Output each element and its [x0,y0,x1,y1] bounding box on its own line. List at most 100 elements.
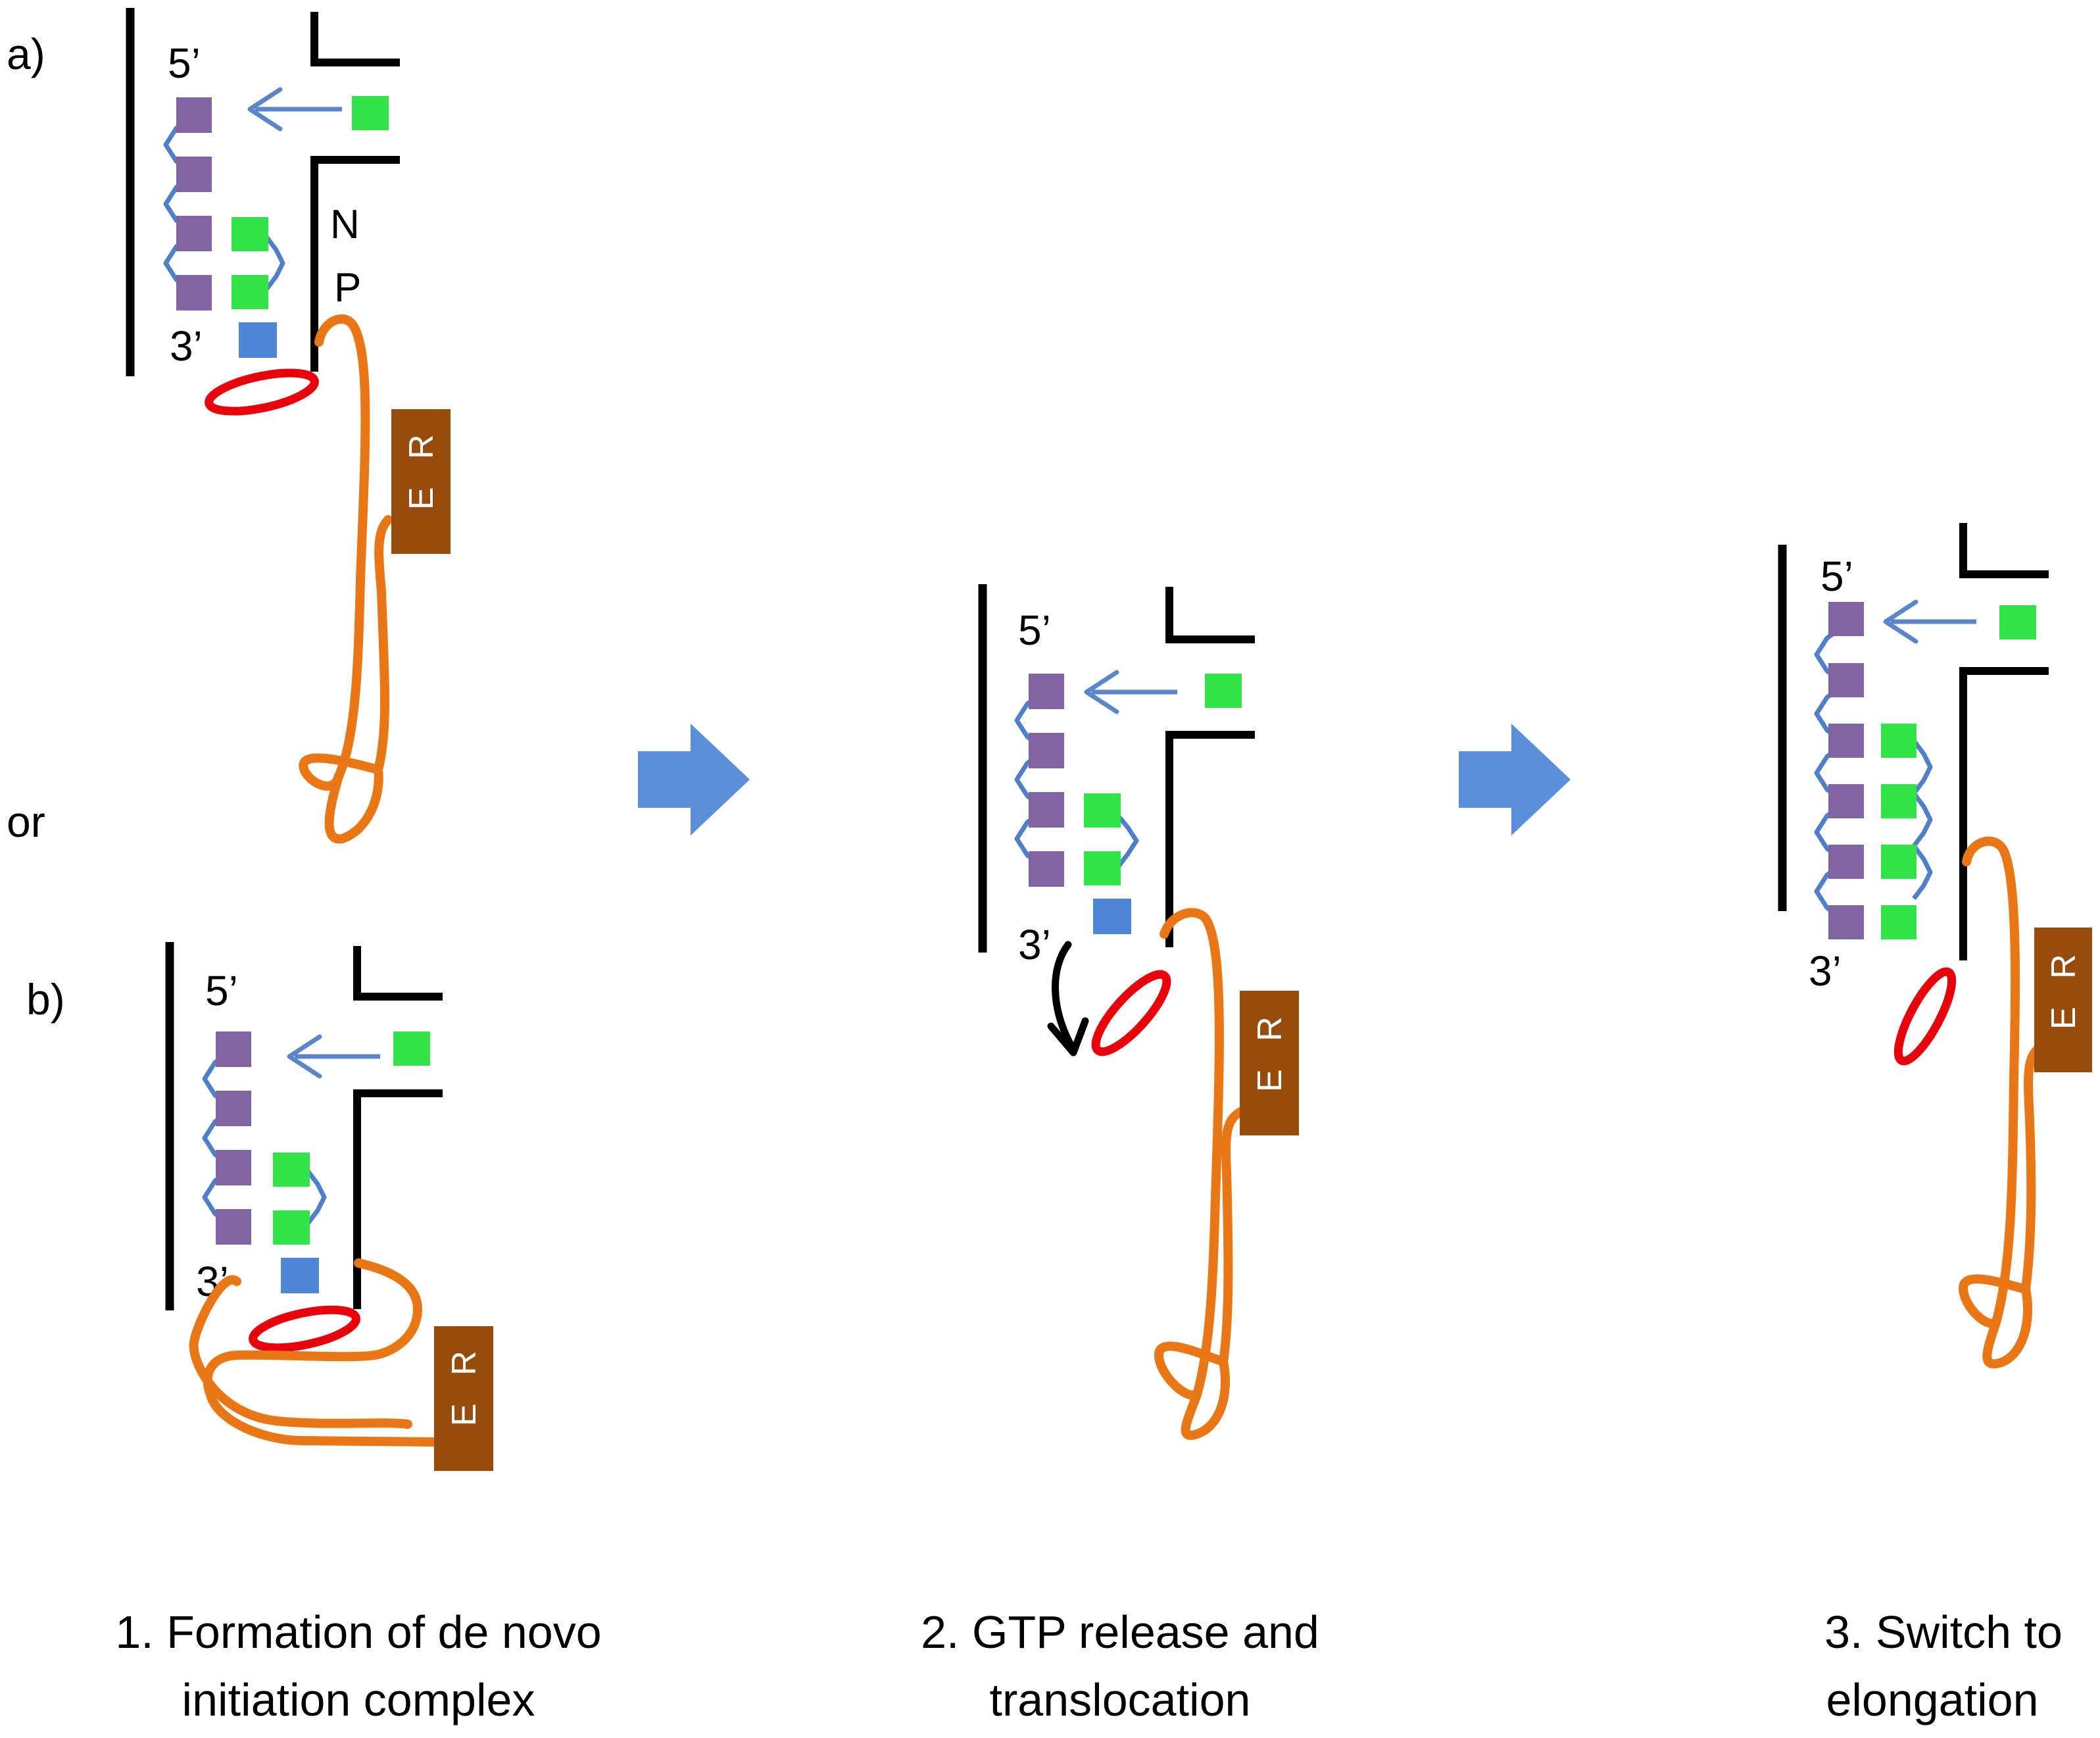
nascent-base [273,1153,310,1187]
three-prime-label: 3’ [1018,921,1051,968]
template-base [216,1150,251,1185]
er-anchor-label: E R [2045,945,2083,1030]
or-label: or [7,797,45,846]
nascent-backbone [1911,739,1933,901]
template-base [1029,674,1064,709]
polymerase-body-outline [1959,667,2049,960]
nascent-base [1084,793,1121,828]
template-base [176,157,212,192]
template-base [1828,724,1864,758]
nascent-base [1881,724,1917,758]
step-1-caption-line-1: 1. Formation of de novo [115,1606,601,1658]
template-base [1828,663,1864,697]
c-terminal-tail [1160,908,1248,1440]
gtp-square [281,1258,319,1293]
gtp-square [1093,899,1131,934]
c-terminal-tail [1962,836,2049,1369]
er-anchor [1240,991,1299,1135]
template-base [1029,792,1064,828]
step-3-caption-line-2: elongation [1826,1674,2038,1726]
template-backbone [202,1047,236,1229]
nascent-backbone [306,1169,327,1226]
step-3-caption-line-1: 3. Switch to [1824,1606,2063,1658]
template-base [216,1209,251,1245]
er-anchor-label: E R [403,425,441,510]
c-terminal-tail-loop [1959,1274,2030,1328]
panel-b-label: b) [26,975,65,1024]
nascent-backbone [264,235,285,291]
five-prime-label: 5’ [1018,607,1051,654]
c-terminal-tail [203,1258,439,1447]
step-2-caption-line-2: translocation [990,1674,1251,1726]
nascent-base [1084,851,1121,885]
incoming-nucleotide-arrowhead [287,1034,322,1079]
template-base [1029,851,1064,887]
template-base [1828,602,1864,636]
translocation-arrow [1052,941,1076,1051]
template-base [176,275,212,310]
nascent-base [273,1210,310,1245]
er-anchor-label: E R [1251,1007,1289,1092]
incoming-nucleotide-arrowhead [1084,670,1119,714]
nascent-base [1881,845,1917,879]
priming-loop [1893,967,1957,1066]
p-motif-label: P [334,265,361,310]
captions: 1. Formation of de novo initiation compl… [115,1606,2063,1726]
incoming-nucleotide [393,1031,430,1066]
c-terminal-tail-loop [299,753,383,791]
er-anchor [391,409,451,554]
nascent-base [232,275,268,309]
polymerase-entry-outline [353,946,443,1001]
three-prime-label: 3’ [170,322,203,370]
incoming-nucleotide-arrowhead [1883,599,1918,644]
template-base [176,97,212,133]
er-anchor [2034,928,2092,1072]
template-base [1828,784,1864,818]
template-base [1828,845,1864,879]
template-base [216,1031,251,1067]
template-base [216,1091,251,1126]
five-prime-label: 5’ [205,967,238,1014]
panel-a: a) 5’ 3’ N P E R [7,8,451,844]
polymerase-body-outline [353,1089,443,1309]
er-anchor [434,1326,493,1471]
gtp-square [239,322,277,358]
five-prime-label: 5’ [1820,553,1853,600]
c-terminal-tail [314,314,393,844]
panel-step-3: 5’ 3’ E R [1778,523,2092,1369]
nascent-base [1881,784,1917,818]
five-prime-label: 5’ [168,39,201,87]
step-1-caption-line-2: initiation complex [182,1674,535,1726]
polymerase-body-outline [1165,731,1255,947]
priming-loop [249,1305,360,1353]
c-terminal-tail-loop [1154,1341,1228,1400]
nascent-base [232,217,268,251]
incoming-nucleotide [352,96,389,130]
panel-step-2: 5’ 3’ E R [978,584,1299,1440]
priming-loop [1091,970,1171,1056]
polymerase-entry-outline [1959,523,2049,578]
incoming-nucleotide-arrowhead [247,87,283,132]
step-2-caption-line-1: 2. GTP release and [921,1606,1319,1658]
er-anchor-label: E R [445,1341,483,1426]
nascent-backbone [1116,814,1139,869]
transition-arrow-1 [638,724,750,835]
incoming-nucleotide [1205,674,1242,708]
panel-a-label: a) [7,30,45,78]
template-base [176,216,212,251]
polymerase-body-outline [310,156,400,372]
incoming-nucleotide [1999,605,2036,639]
nascent-base [1881,905,1917,939]
c-terminal-tail-loop [189,1275,412,1429]
template-backbone [163,113,197,295]
panel-b: b) 5’ 3’ E R [26,942,493,1471]
polymerase-entry-outline [1165,587,1255,643]
polymerase-entry-outline [310,12,400,66]
n-motif-label: N [330,202,360,247]
template-backbone [1014,689,1048,870]
three-prime-label: 3’ [1809,947,1842,995]
template-base [1029,733,1064,768]
transition-arrow-2 [1459,724,1571,835]
priming-loop [205,368,319,416]
